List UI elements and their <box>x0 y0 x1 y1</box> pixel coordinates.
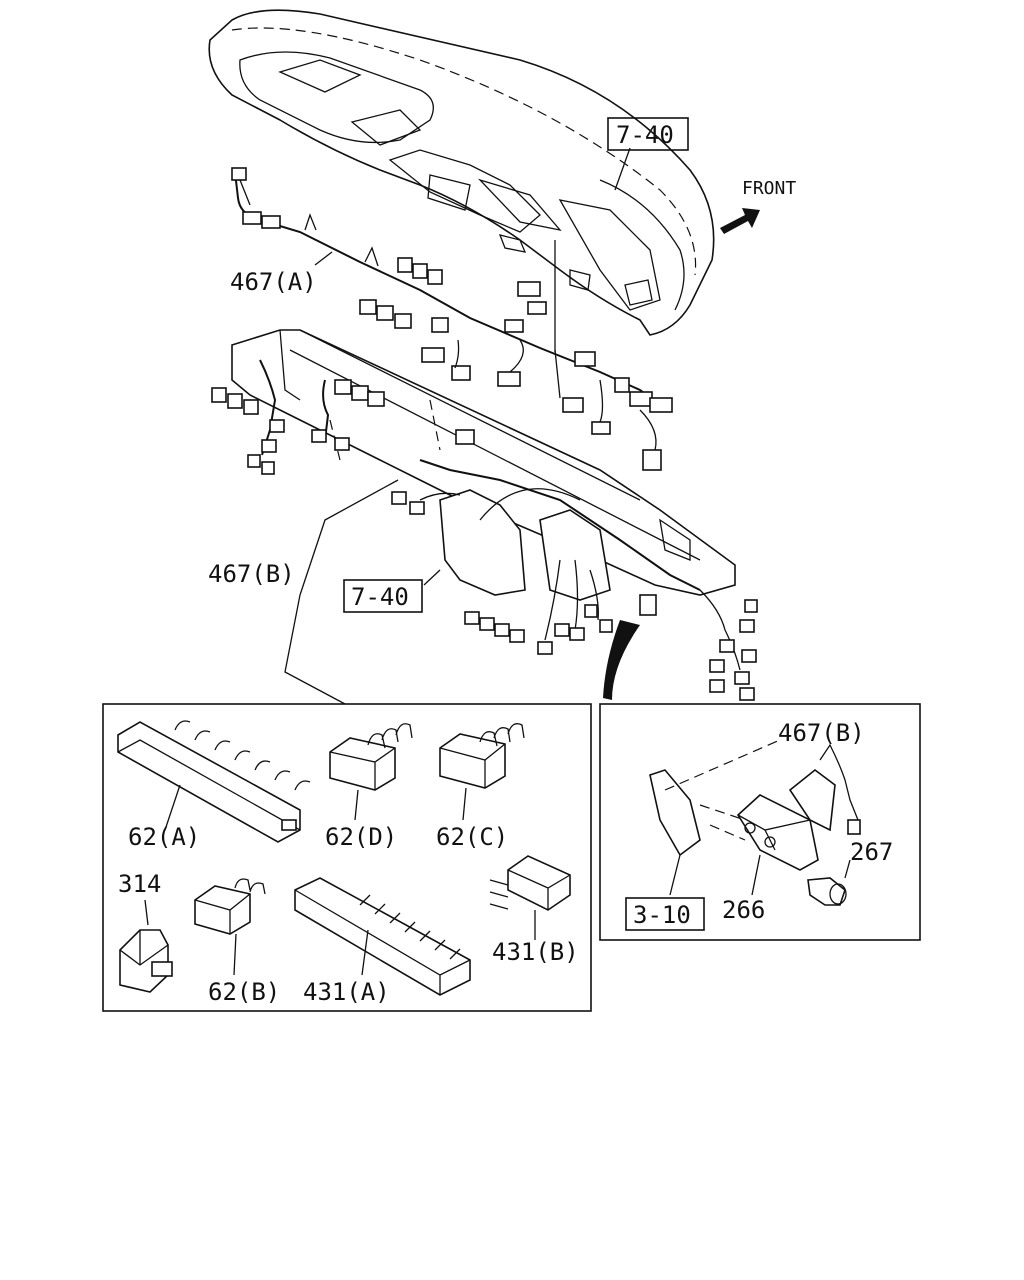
svg-text:7-40: 7-40 <box>616 121 674 149</box>
ref-box-3-10[interactable]: 3-10 <box>625 897 705 931</box>
label-431a: 431(A) <box>303 978 390 1006</box>
part-314 <box>119 899 173 993</box>
label-62a: 62(A) <box>128 823 200 851</box>
label-266: 266 <box>722 896 765 924</box>
label-467b-inset: 467(B) <box>778 719 865 747</box>
relay-62c <box>439 723 525 821</box>
label-467b: 467(B) <box>208 560 295 588</box>
svg-text:3-10: 3-10 <box>633 901 691 929</box>
label-314: 314 <box>118 870 161 898</box>
relay-62d <box>329 723 413 821</box>
inset-bracket <box>599 703 921 941</box>
ref-box-7-40-top[interactable]: 7-40 <box>607 117 689 151</box>
label-62c: 62(C) <box>436 823 508 851</box>
relay-62b <box>194 878 266 976</box>
label-467a: 467(A) <box>230 268 317 296</box>
harness-467b <box>211 359 758 701</box>
label-431b: 431(B) <box>492 938 579 966</box>
harness-467a <box>231 167 673 471</box>
label-62d: 62(D) <box>325 823 397 851</box>
front-label: FRONT <box>742 178 796 199</box>
instrument-panel <box>208 9 715 336</box>
label-62b: 62(B) <box>208 978 280 1006</box>
svg-text:7-40: 7-40 <box>351 583 409 611</box>
inset-relays: 62(A) 62(D) 62(C) 314 <box>102 703 592 1012</box>
relay-62a <box>117 720 311 843</box>
label-267: 267 <box>850 838 893 866</box>
fuse-431b <box>489 855 571 940</box>
ref-box-7-40-mid[interactable]: 7-40 <box>343 579 423 613</box>
front-indicator: FRONT <box>720 178 796 234</box>
fuse-431a <box>294 877 471 996</box>
leader-lines <box>284 147 640 705</box>
